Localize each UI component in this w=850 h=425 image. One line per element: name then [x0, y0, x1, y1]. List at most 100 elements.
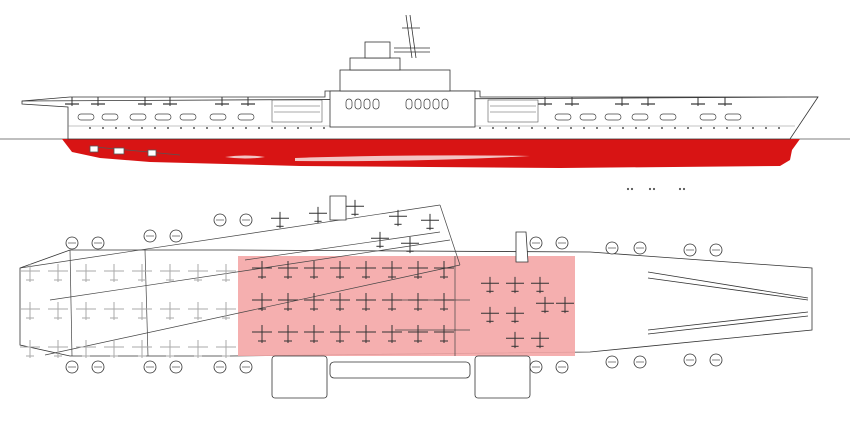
- bow-catapult-3: [647, 311, 809, 331]
- island-window: [441, 98, 449, 110]
- hangar-openings: [271, 99, 539, 123]
- porthole: [713, 127, 715, 129]
- island-windows: [345, 98, 449, 110]
- boat: [154, 113, 172, 121]
- aircraft: [76, 302, 96, 320]
- porthole: [596, 127, 598, 129]
- aircraft: [188, 264, 208, 282]
- porthole: [609, 127, 611, 129]
- porthole: [557, 127, 559, 129]
- side-aa-guns: [65, 97, 732, 106]
- porthole: [193, 127, 195, 129]
- island-window: [405, 98, 413, 110]
- porthole: [622, 127, 624, 129]
- aircraft: [356, 261, 376, 279]
- aircraft: [188, 302, 208, 320]
- boat: [77, 113, 95, 121]
- island-window: [372, 98, 380, 110]
- porthole: [297, 127, 299, 129]
- gallery-boats: [77, 113, 742, 121]
- aircraft: [346, 199, 364, 217]
- dot-mark: [630, 187, 634, 191]
- aircraft: [330, 261, 350, 279]
- aircraft: [132, 302, 152, 320]
- aircraft: [304, 325, 324, 343]
- aircraft: [160, 302, 180, 320]
- boat: [699, 113, 717, 121]
- porthole: [778, 127, 780, 129]
- boat: [101, 113, 119, 121]
- porthole: [115, 127, 117, 129]
- boat: [659, 113, 677, 121]
- aircraft: [531, 276, 549, 294]
- aircraft: [481, 306, 499, 324]
- porthole: [674, 127, 676, 129]
- porthole: [271, 127, 273, 129]
- dot-mark: [678, 187, 682, 191]
- parked-aircraft: [20, 199, 574, 358]
- porthole: [518, 127, 520, 129]
- boat: [179, 113, 197, 121]
- bow-catapult-1: [647, 271, 809, 299]
- aircraft: [506, 306, 524, 324]
- aircraft: [309, 206, 327, 224]
- hull-highlight-stripe: [295, 155, 530, 162]
- porthole: [700, 127, 702, 129]
- aircraft: [382, 261, 402, 279]
- porthole: [765, 127, 767, 129]
- porthole: [206, 127, 208, 129]
- porthole: [102, 127, 104, 129]
- hull-highlight-stern: [225, 155, 265, 159]
- aircraft: [434, 293, 454, 311]
- boat: [129, 113, 147, 121]
- aircraft: [408, 293, 428, 311]
- aircraft: [481, 276, 499, 294]
- porthole: [128, 127, 130, 129]
- aircraft: [304, 293, 324, 311]
- porthole: [492, 127, 494, 129]
- aircraft: [76, 340, 96, 358]
- boat: [579, 113, 597, 121]
- porthole: [167, 127, 169, 129]
- aircraft: [132, 264, 152, 282]
- boat: [724, 113, 742, 121]
- aircraft: [252, 261, 272, 279]
- side-sponsons: [271, 355, 531, 399]
- aircraft: [216, 302, 236, 320]
- aircraft: [382, 325, 402, 343]
- stern-gear: [89, 145, 181, 157]
- side-elevation-view: [0, 14, 850, 168]
- porthole: [245, 127, 247, 129]
- porthole: [752, 127, 754, 129]
- aircraft: [330, 325, 350, 343]
- dot-mark: [648, 187, 652, 191]
- aircraft: [278, 261, 298, 279]
- aircraft: [506, 276, 524, 294]
- aircraft: [48, 302, 68, 320]
- hull-below-waterline: [62, 139, 800, 168]
- aircraft: [531, 331, 549, 349]
- porthole: [232, 127, 234, 129]
- boat: [604, 113, 622, 121]
- aircraft: [271, 211, 289, 229]
- dot-mark: [652, 187, 656, 191]
- island-window: [354, 98, 362, 110]
- porthole: [739, 127, 741, 129]
- aircraft: [48, 340, 68, 358]
- island-window: [345, 98, 353, 110]
- porthole: [89, 127, 91, 129]
- porthole: [323, 127, 325, 129]
- porthole: [219, 127, 221, 129]
- island: [329, 14, 476, 128]
- porthole: [154, 127, 156, 129]
- porthole: [687, 127, 689, 129]
- porthole: [141, 127, 143, 129]
- porthole: [635, 127, 637, 129]
- aircraft: [401, 236, 419, 254]
- island-window: [432, 98, 440, 110]
- flight-deck-plan-view: [19, 195, 813, 399]
- porthole: [726, 127, 728, 129]
- aircraft: [160, 264, 180, 282]
- aircraft: [160, 340, 180, 358]
